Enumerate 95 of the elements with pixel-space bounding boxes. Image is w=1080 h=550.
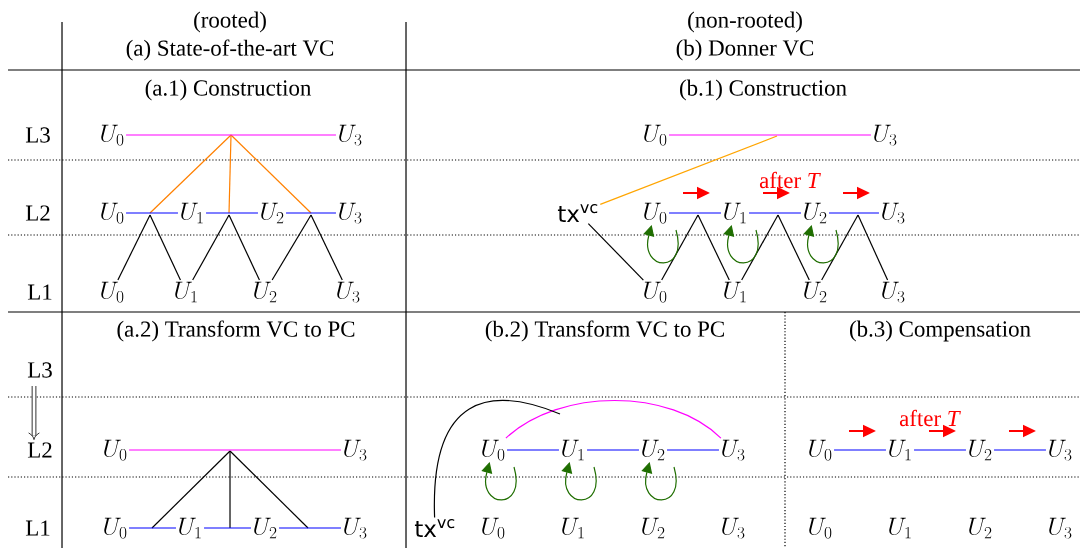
node-label: $U_3$ [882,202,905,224]
node-label: $U_0$ [104,517,127,539]
level-label: L1 [25,520,50,536]
node-label: $U_1$ [889,439,911,461]
level-label: L2 [27,442,52,458]
curve-line [434,400,561,518]
tree-line [777,214,810,281]
node-label: $U_1$ [724,281,746,303]
connector-line [586,449,640,451]
connector-line [285,212,337,214]
node-label: $U_2$ [642,517,665,539]
tree-line [117,214,151,281]
panel-title: (b.1) Construction [680,79,847,101]
annotation: after T [759,171,821,189]
tree-line [697,214,730,281]
node-label: $U_1$ [179,517,201,539]
node-label: $U_3$ [874,124,897,146]
connector-line [125,134,337,136]
node-label: $U_3$ [344,439,367,461]
node-label: $U_2$ [254,281,277,303]
node-label: $U_3$ [882,281,905,303]
node-label: $U_3$ [339,124,362,146]
level-label: L1 [27,284,52,300]
node-label: $U_1$ [562,439,584,461]
connector-line [828,212,880,214]
node-label: $U_0$ [809,439,832,461]
node-label: $U_3$ [1049,517,1072,539]
node-label: $U_1$ [175,281,197,303]
connector-line [125,212,179,214]
node-label: $U_0$ [809,517,832,539]
level-label: L2 [25,205,50,221]
node-label: $U_2$ [261,202,284,224]
panel-title: (b.2) Transform VC to PC [485,320,724,342]
node-label: $U_2$ [804,202,827,224]
node-label: $U_0$ [101,281,124,303]
node-label: $U_0$ [104,439,127,461]
column-heading: (rooted) [194,11,266,33]
node-label: $U_0$ [644,281,667,303]
tree-line [741,214,779,281]
connector-line [833,449,887,451]
node-label: $U_0$ [482,517,505,539]
connector-line [203,527,252,529]
node-label: $U_1$ [724,202,746,224]
connector-line [668,134,872,136]
connector-line [748,212,802,214]
connector-line [913,449,967,451]
node-label: $U_3$ [722,517,745,539]
node-label: $U_2$ [969,439,992,461]
node-label: $U_2$ [254,517,277,539]
connector-line [205,212,259,214]
connector-line [668,212,722,214]
tree-line [661,214,699,281]
panel-title: (a.1) Construction [145,79,312,101]
tree-line [310,214,343,281]
node-label: $U_3$ [337,281,360,303]
level-label: L3 [27,362,52,378]
column-heading: (non-rooted) [688,11,802,33]
node-label: $U_3$ [339,202,362,224]
connector-line [993,449,1047,451]
panel-title: (b.3) Compensation [850,320,1031,342]
node-label: $U_3$ [344,517,367,539]
node-label: $U_3$ [1049,439,1072,461]
node-label: tx$^{vc}$ [557,204,598,222]
node-label: tx$^{vc}$ [414,519,455,537]
panel-title: (a.2) Transform VC to PC [117,320,355,342]
node-label: $U_0$ [482,439,505,461]
tree-line [271,214,312,281]
connector-line [587,223,644,281]
connector-line [666,449,720,451]
node-label: $U_3$ [722,439,745,461]
connector-line [128,449,342,451]
node-label: $U_2$ [642,439,665,461]
node-label: $U_2$ [804,281,827,303]
tree-line [821,214,859,281]
tree-line [228,214,261,281]
connector-line [506,449,560,451]
node-label: $U_0$ [101,202,124,224]
column-heading: (a) State-of-the-art VC [126,39,334,61]
node-label: $U_1$ [562,517,584,539]
column-heading: (b) Donner VC [676,39,814,61]
connector-line [278,527,342,529]
node-label: $U_2$ [969,517,992,539]
node-label: $U_0$ [644,202,667,224]
node-label: $U_0$ [101,124,124,146]
arc-line [505,399,722,439]
tree-line [857,214,889,281]
tree-line [192,214,230,281]
node-label: $U_0$ [644,124,667,146]
connector-line [128,527,177,529]
level-label: L3 [25,127,50,143]
tree-line [149,214,182,281]
connector-line [599,135,778,205]
annotation: after T [899,409,961,427]
node-label: $U_1$ [889,517,911,539]
node-label: $U_1$ [181,202,203,224]
